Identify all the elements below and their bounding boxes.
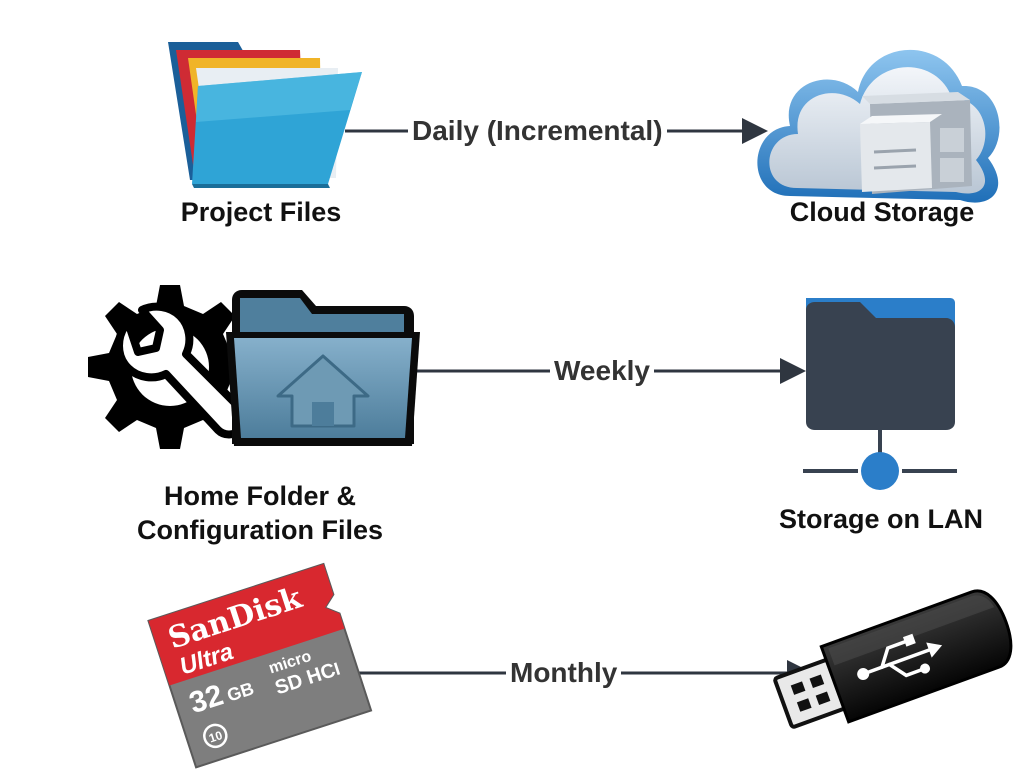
- target-label-storage-lan: Storage on LAN: [778, 504, 983, 534]
- arrowhead-daily: [742, 118, 768, 144]
- filing-cabinet-icon: [860, 92, 972, 194]
- home-folder-icon: [226, 290, 420, 446]
- source-label-line1: Home Folder &: [163, 481, 357, 511]
- folder-files-icon: [168, 42, 362, 188]
- frequency-label-daily: Daily (Incremental): [408, 117, 667, 145]
- network-folder-icon: [803, 298, 957, 490]
- frequency-label-monthly: Monthly: [506, 659, 622, 687]
- card-class: 10: [207, 728, 224, 746]
- network-node-icon: [861, 452, 899, 490]
- class-badge-icon: [203, 723, 228, 749]
- gear-home-folder-icon: [88, 285, 420, 449]
- usb-drive-icon: [773, 589, 1013, 729]
- frequency-label-weekly: Weekly: [550, 357, 654, 385]
- home-icon: [276, 354, 370, 428]
- usb-symbol-icon: [857, 633, 943, 681]
- target-label-cloud-storage: Cloud Storage: [789, 197, 975, 227]
- source-label-project-files: Project Files: [180, 197, 342, 227]
- arrowhead-weekly: [780, 358, 806, 384]
- cloud-storage-icon: [757, 49, 1000, 203]
- source-label-home-config: Home Folder & Configuration Files: [100, 480, 420, 548]
- card-uhs: I: [332, 659, 343, 680]
- microsd-card-icon: SanDisk Ultra 32 GB micro SD HC I 10: [147, 562, 373, 769]
- source-label-line2: Configuration Files: [137, 514, 383, 545]
